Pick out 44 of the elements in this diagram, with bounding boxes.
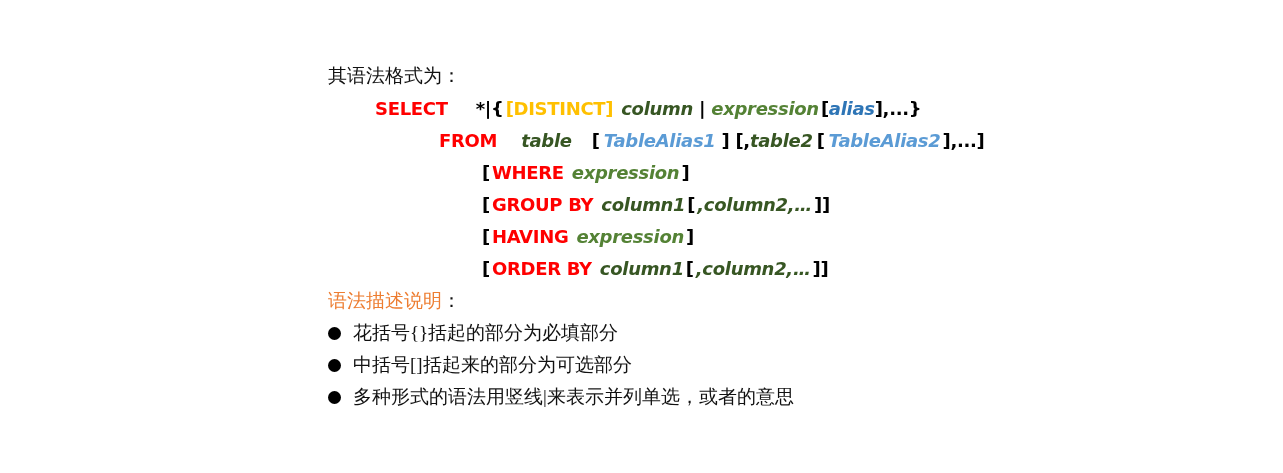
syntax-symbol: [ [816, 129, 825, 153]
sql-keyword: GROUP BY [491, 193, 594, 217]
placeholder-name: alias [828, 97, 875, 121]
syntax-symbol: ],...] [942, 129, 985, 153]
placeholder-name: expression [711, 97, 819, 121]
placeholder-name: expression [576, 225, 684, 249]
sql-keyword: HAVING [491, 225, 569, 249]
placeholder-name: column1 [601, 193, 686, 217]
syntax-symbol: ]] [812, 257, 829, 281]
sql-keyword: SELECT [375, 97, 448, 121]
syntax-symbol: ],...} [874, 97, 922, 121]
syntax-symbol: ] [, [721, 129, 750, 153]
syntax-symbol: | [699, 97, 706, 121]
text-line: 其语法格式为： [328, 64, 461, 88]
bullet-text: 花括号{}括起的部分为必填部分 [353, 321, 619, 345]
syntax-symbol: [ [482, 193, 490, 217]
placeholder-name: ,column2,… [695, 257, 811, 281]
placeholder-name: table2 [749, 129, 813, 153]
bullet-text: 多种形式的语法用竖线|来表示并列单选，或者的意思 [353, 385, 794, 409]
syntax-symbol: ] [681, 161, 690, 185]
syntax-symbol: ]] [814, 193, 830, 217]
syntax-symbol: ] [685, 225, 694, 249]
placeholder-name: table [521, 129, 572, 153]
placeholder-name: column [621, 97, 693, 121]
placeholder-name: TableAlias2 [828, 129, 941, 153]
placeholder-name: ,column2,… [697, 193, 813, 217]
placeholder-name: expression [571, 161, 680, 185]
syntax-symbol: [ [591, 129, 600, 153]
bullet-text: 中括号[]括起来的部分为可选部分 [353, 353, 632, 377]
syntax-symbol: [ [482, 225, 490, 249]
syntax-symbol: [ [687, 193, 696, 217]
syntax-symbol: [ [685, 257, 694, 281]
optional-keyword: [DISTINCT] [505, 97, 614, 121]
section-heading: 语法描述说明 [328, 289, 442, 313]
syntax-symbol: [ [482, 257, 490, 281]
sql-keyword: ORDER BY [491, 257, 592, 281]
sql-keyword: FROM [439, 129, 498, 153]
syntax-symbol: [ [482, 161, 490, 185]
text-line: ： [442, 289, 461, 313]
sql-keyword: WHERE [491, 161, 564, 185]
syntax-symbol: [ [820, 97, 829, 121]
placeholder-name: TableAlias1 [603, 129, 716, 153]
placeholder-name: column1 [599, 257, 684, 281]
syntax-symbol: *|{ [475, 97, 504, 121]
